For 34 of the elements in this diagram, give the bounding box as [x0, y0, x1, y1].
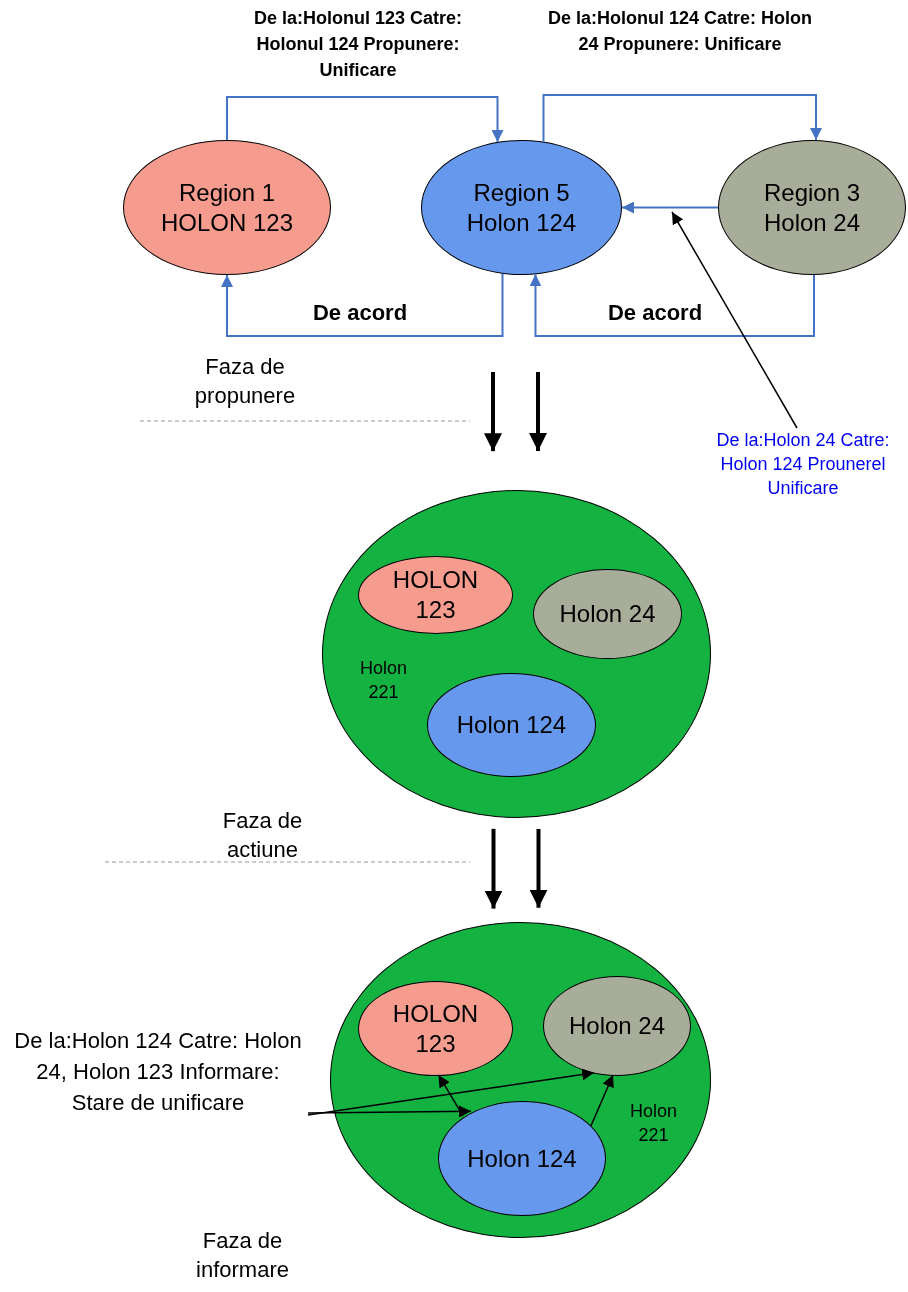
annotation-text: De la:Holon 24 Catre: Holon 124 Prounerel Unificare	[700, 428, 906, 502]
arrow	[484, 828, 503, 909]
phase-label: Faza de actiune	[221, 807, 304, 864]
node-label: Holon 124	[467, 1143, 577, 1174]
node-label: Region 5 Holon 124	[465, 177, 578, 238]
edge-label: De la:Holonul 123 Catre: Holonul 124 Propunere: Unificare	[252, 7, 463, 82]
leader-line	[671, 211, 798, 429]
connector-arrow	[307, 1105, 472, 1118]
connector-arrow	[529, 273, 815, 337]
phase-label: Faza de informare	[195, 1227, 290, 1284]
arrow	[529, 828, 548, 908]
edge-label: De acord	[606, 300, 704, 326]
arrow	[484, 372, 502, 452]
connector-arrow	[226, 96, 504, 143]
node-label: Region 1 HOLON 123	[159, 177, 295, 238]
connector-arrow	[590, 1074, 614, 1127]
connector-arrow	[621, 201, 719, 214]
connector-arrow	[437, 1074, 464, 1117]
node-label: Region 3 Holon 24	[762, 177, 862, 238]
node-label: HOLON 123	[391, 565, 480, 625]
connector-arrow	[542, 94, 822, 143]
edge-label: De acord	[311, 300, 409, 326]
connector-arrow	[221, 272, 504, 337]
node-label: Holon 24	[559, 599, 656, 629]
arrow	[529, 372, 547, 452]
annotation-text: De la:Holon 124 Catre: Holon 24, Holon 123 Informare: Stare de unificare	[8, 1025, 308, 1185]
connector-arrow	[307, 1068, 595, 1116]
edge-label: De la:Holonul 124 Catre: Holon 24 Propunere: Unificare	[546, 7, 813, 56]
node-label: Holon 124	[456, 710, 567, 740]
node-label: HOLON 123	[391, 998, 480, 1059]
node-label: Holon 221	[629, 1100, 678, 1147]
node-label: Holon 221	[359, 657, 408, 704]
phase-label: Faza de propunere	[193, 353, 297, 410]
node-label: Holon 24	[568, 1011, 666, 1041]
